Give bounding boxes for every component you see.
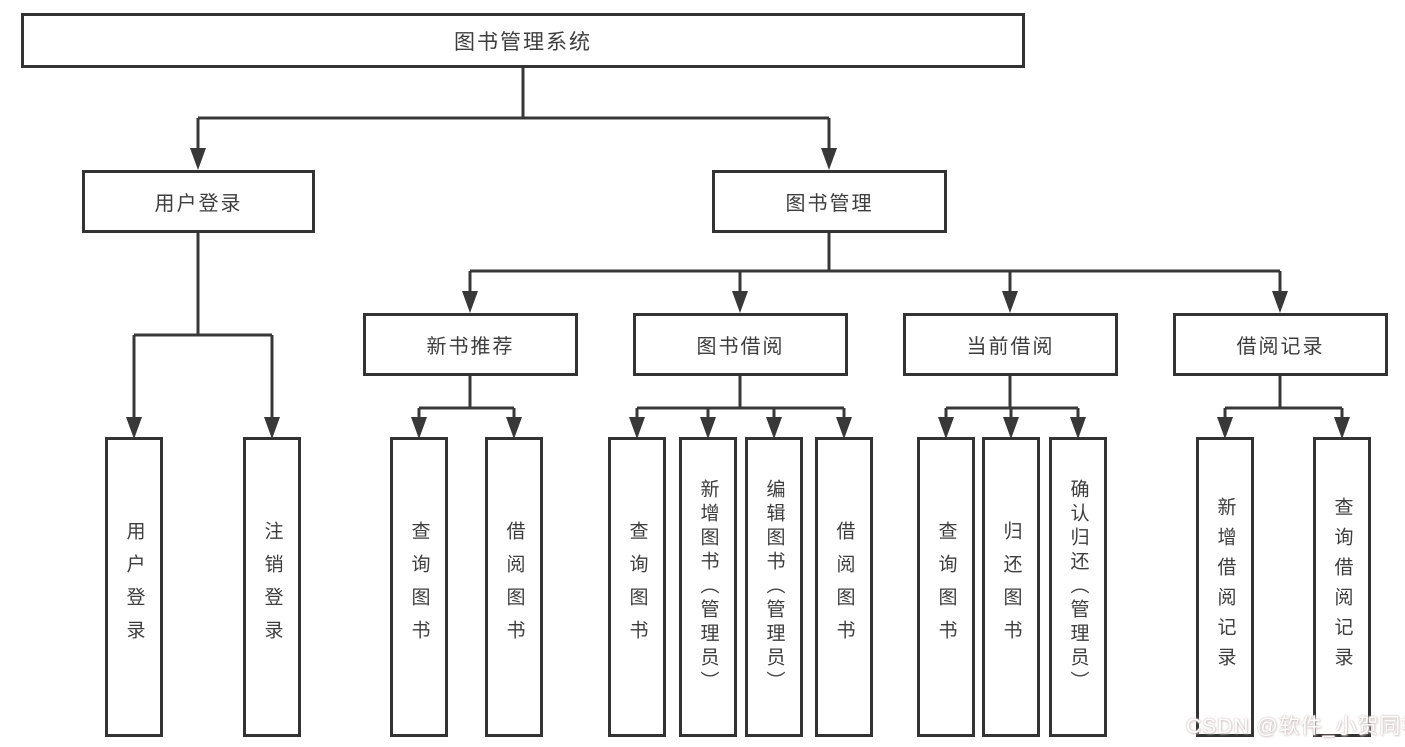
leaf-edit-books-admin: 编辑图书（管理员） <box>745 437 803 737</box>
leaf-confirm-return-admin: 确认归还（管理员） <box>1049 437 1107 737</box>
node-label: 图书管理系统 <box>454 30 592 54</box>
node-label: 借阅记录 <box>1236 336 1325 358</box>
csdn-watermark: CSDN @软件_小贺同学 <box>1186 715 1405 738</box>
leaf-add-books-admin: 新增图书（管理员） <box>679 437 737 737</box>
leaf-add-borrow-record: 新增借阅记录 <box>1196 437 1254 737</box>
leaf-query-borrow-record: 查询借阅记录 <box>1313 437 1371 737</box>
node-label: 用户登录 <box>154 193 243 215</box>
node-borrow-records: 借阅记录 <box>1173 313 1388 376</box>
leaf-user-login: 用户登录 <box>105 437 163 737</box>
node-label: 当前借阅 <box>966 336 1055 358</box>
leaf-return-books: 归还图书 <box>982 437 1040 737</box>
leaf-query-books-current: 查询图书 <box>917 437 975 737</box>
node-current-borrow: 当前借阅 <box>903 313 1118 376</box>
leaf-query-books-borrow: 查询图书 <box>608 437 666 737</box>
leaf-logout: 注销登录 <box>243 437 301 737</box>
leaf-query-books-recommend: 查询图书 <box>390 437 448 737</box>
node-label: 新书推荐 <box>426 336 515 358</box>
arrowhead-icons <box>126 148 1350 439</box>
node-new-book-recommend: 新书推荐 <box>363 313 578 376</box>
node-book-management: 图书管理 <box>712 170 947 233</box>
leaf-borrow-books: 借阅图书 <box>815 437 873 737</box>
node-book-borrow: 图书借阅 <box>633 313 848 376</box>
leaf-borrow-books-recommend: 借阅图书 <box>485 437 543 737</box>
node-label: 图书管理 <box>785 193 874 215</box>
node-library-management-system: 图书管理系统 <box>21 13 1025 68</box>
node-label: 图书借阅 <box>696 336 785 358</box>
node-user-login: 用户登录 <box>82 170 315 233</box>
